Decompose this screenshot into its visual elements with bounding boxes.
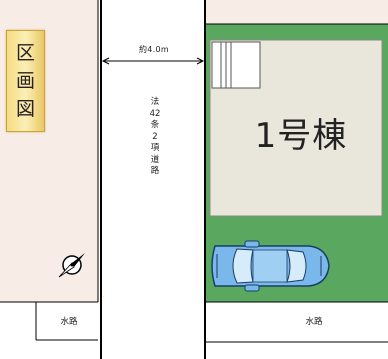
waterway-label-left: 水路	[60, 317, 78, 327]
title-char: 区	[15, 42, 35, 64]
road-name-char: 法	[150, 97, 160, 107]
north-arrow-compass-icon	[58, 253, 85, 278]
building-label: 1号棟	[254, 116, 348, 156]
title-char: 画	[15, 70, 35, 92]
road-name-char: 条	[150, 120, 160, 130]
parked-car-icon	[211, 240, 330, 292]
top-right-lot	[206, 0, 388, 24]
site-plan-title: 区 画 図	[6, 30, 45, 132]
road-name-label: 法 42 条 2 項 道 路	[149, 97, 161, 178]
right-lot-edge	[382, 24, 388, 302]
title-char: 図	[15, 98, 35, 120]
road-name-char: 道	[150, 154, 160, 165]
entrance-porch	[211, 41, 261, 89]
road-width-label: 約4.0m	[138, 45, 169, 54]
road-name-char: 路	[150, 166, 160, 176]
road-width-dimension	[101, 57, 205, 65]
road-name-char: 2	[152, 131, 158, 142]
road-name-char: 42	[149, 108, 161, 119]
road-name-char: 項	[150, 143, 160, 153]
waterway-label-right: 水路	[305, 317, 323, 327]
